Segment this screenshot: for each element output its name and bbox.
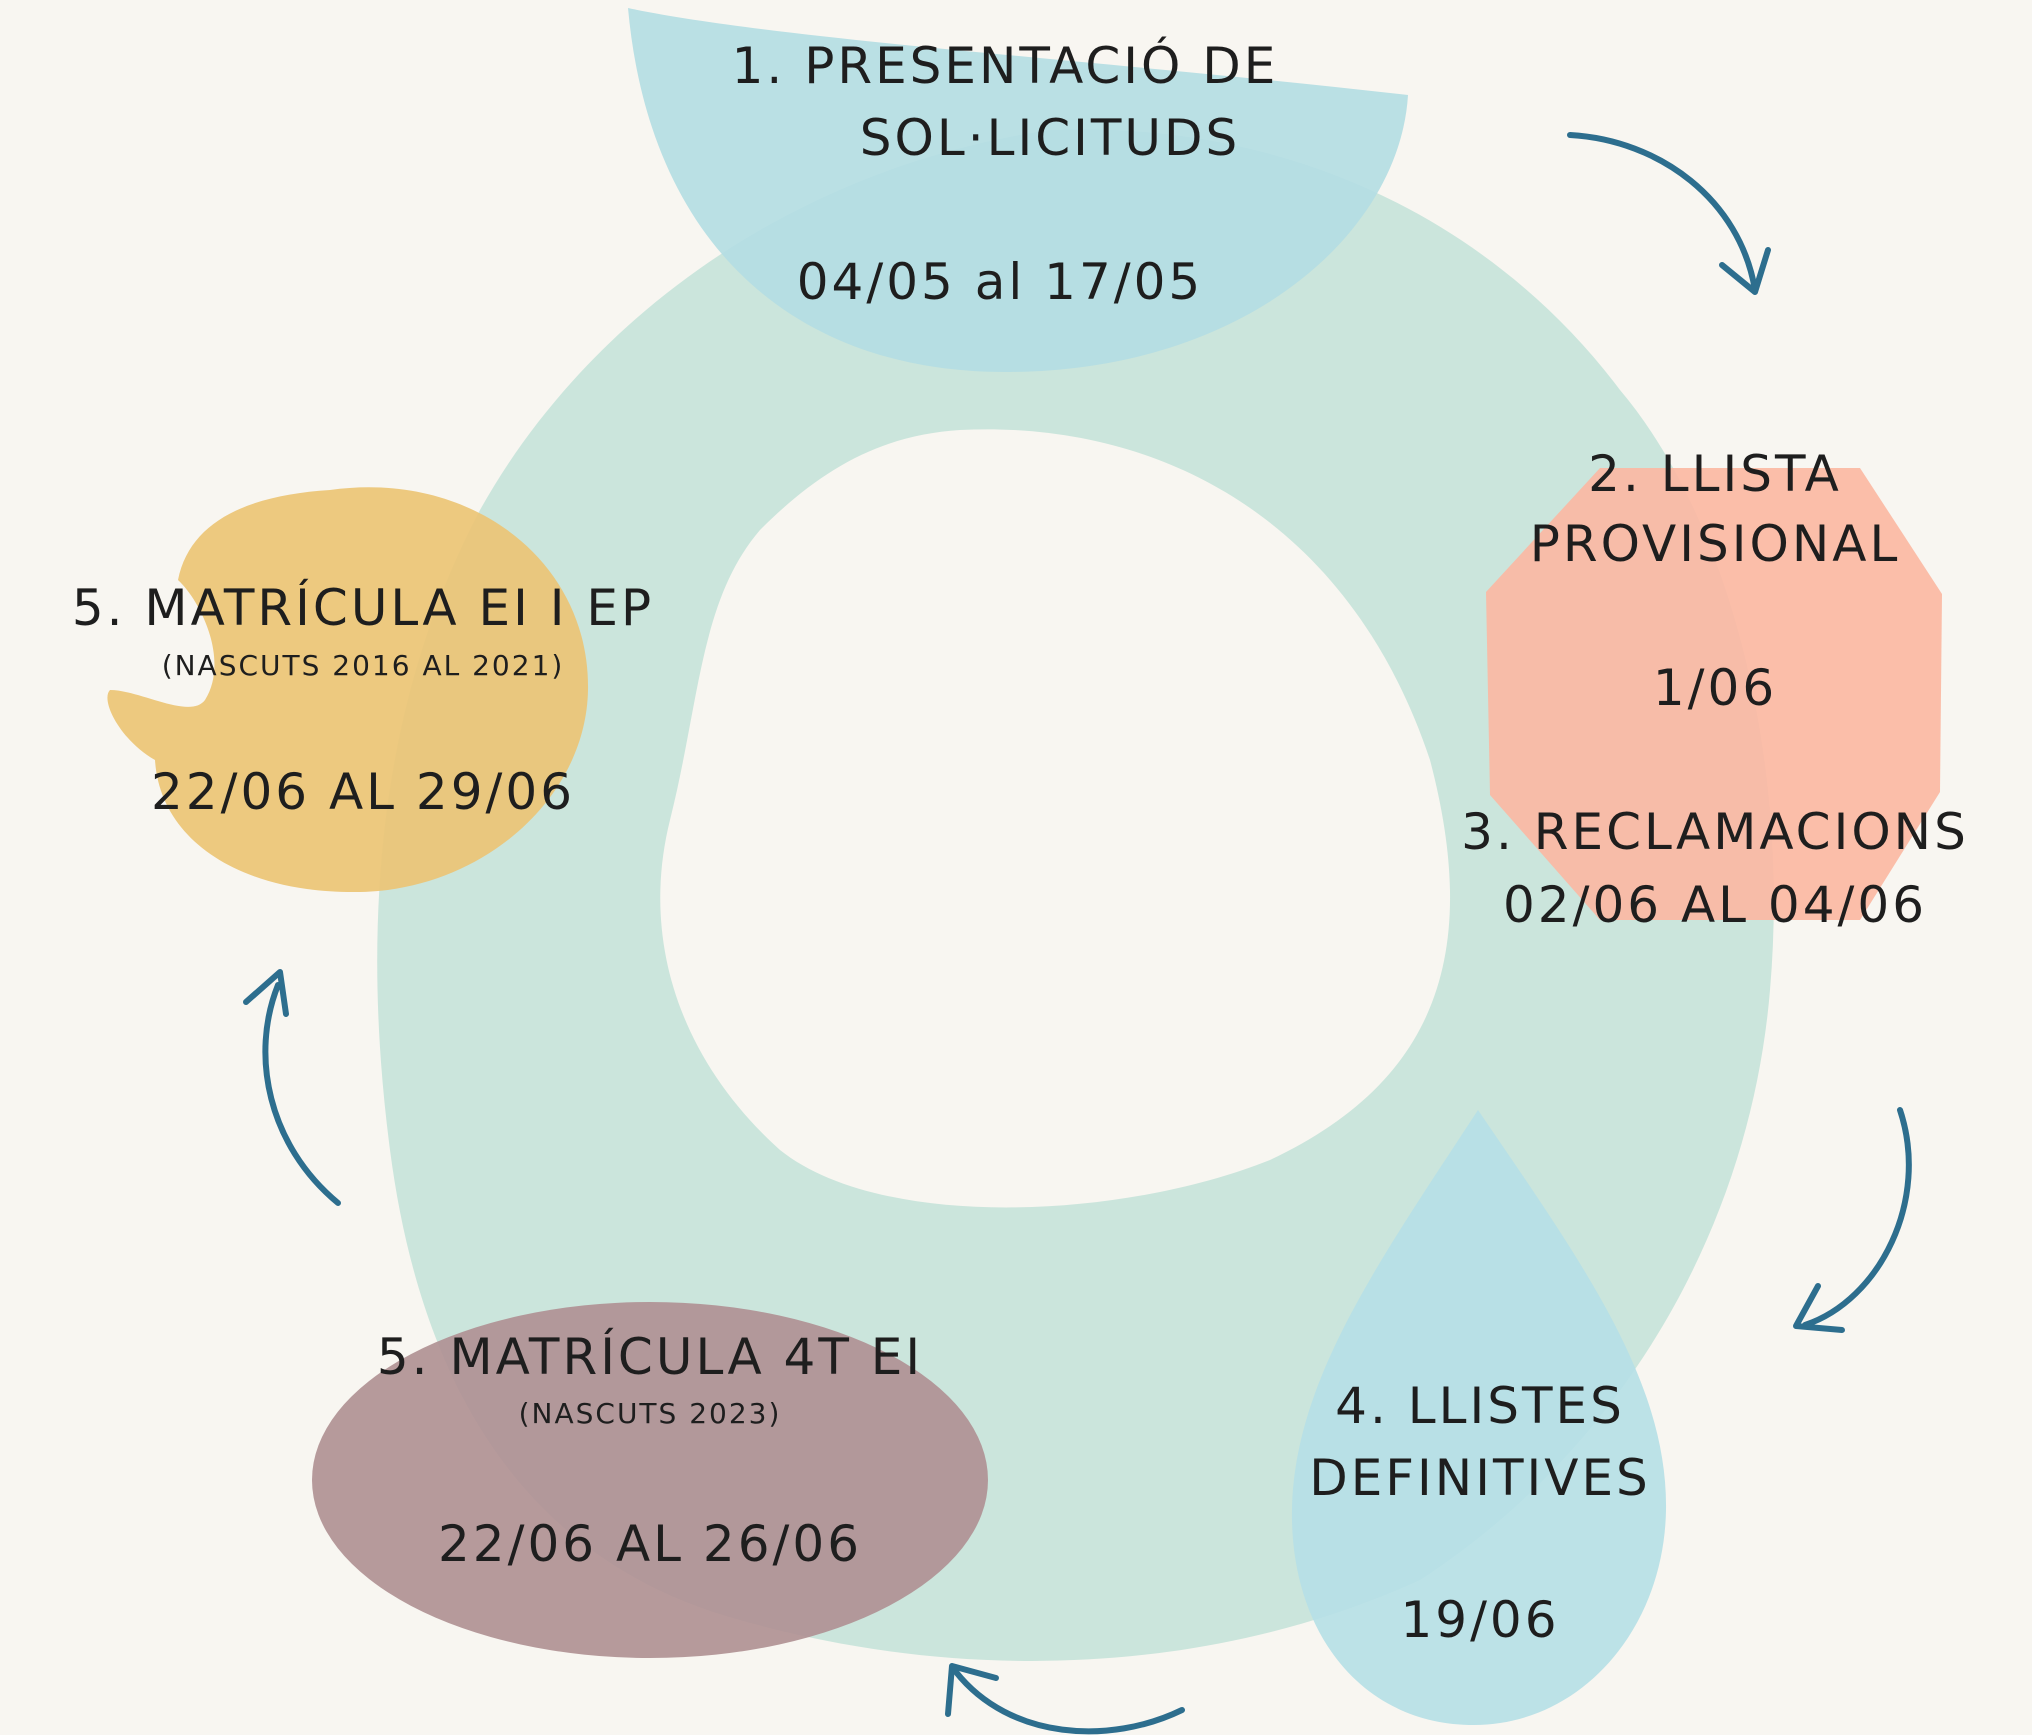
step1-blob — [628, 8, 1408, 373]
step4-title-line1: 4. LLISTES — [1335, 1377, 1625, 1435]
step1-title-line1: 1. PRESENTACIÓ DE — [731, 37, 1279, 95]
step5-4t-note: (NASCUTS 2023) — [518, 1397, 782, 1430]
step5-ep-note: (NASCUTS 2016 AL 2021) — [161, 649, 565, 682]
step4-blob — [1291, 1110, 1667, 1725]
arrow-step3-to-step4 — [1802, 1107, 1912, 1328]
step4-title-line2: DEFINITIVES — [1309, 1449, 1651, 1507]
step5-4t-blob — [312, 1302, 988, 1658]
arrow-step4-to-step5-head — [945, 1663, 999, 1717]
arrow-step1-to-step2 — [1567, 132, 1758, 293]
arrow-step3-to-step4-head — [1793, 1283, 1845, 1333]
step1-title-line2: SOL·LICITUDS — [859, 109, 1241, 167]
step5-4t-title: 5. MATRÍCULA 4T EI — [376, 1328, 924, 1386]
arrow-step5-to-step5-ep — [262, 982, 341, 1206]
step5-4t-date: 22/06 AL 26/06 — [437, 1515, 863, 1573]
step2-title-line2: PROVISIONAL — [1529, 515, 1901, 573]
arrow-step5-to-step5-ep-head — [243, 969, 289, 1017]
step5-ep-date: 22/06 AL 29/06 — [150, 763, 576, 821]
step4-date: 19/06 — [1400, 1591, 1560, 1649]
step3-date: 02/06 AL 04/06 — [1502, 876, 1928, 934]
step5-ep-title: 5. MATRÍCULA EI I EP — [71, 579, 655, 637]
arrow-step4-to-step5 — [953, 1669, 1185, 1735]
step2-date: 1/06 — [1652, 659, 1778, 717]
step2-title-line1: 2. LLISTA — [1588, 445, 1842, 503]
step3-title: 3. RECLAMACIONS — [1461, 803, 1969, 861]
step1-date: 04/05 al 17/05 — [796, 253, 1204, 311]
step2-blob — [1486, 468, 1942, 920]
arrow-step1-to-step2-head — [1719, 247, 1771, 295]
step5-ep-blob — [107, 487, 589, 893]
